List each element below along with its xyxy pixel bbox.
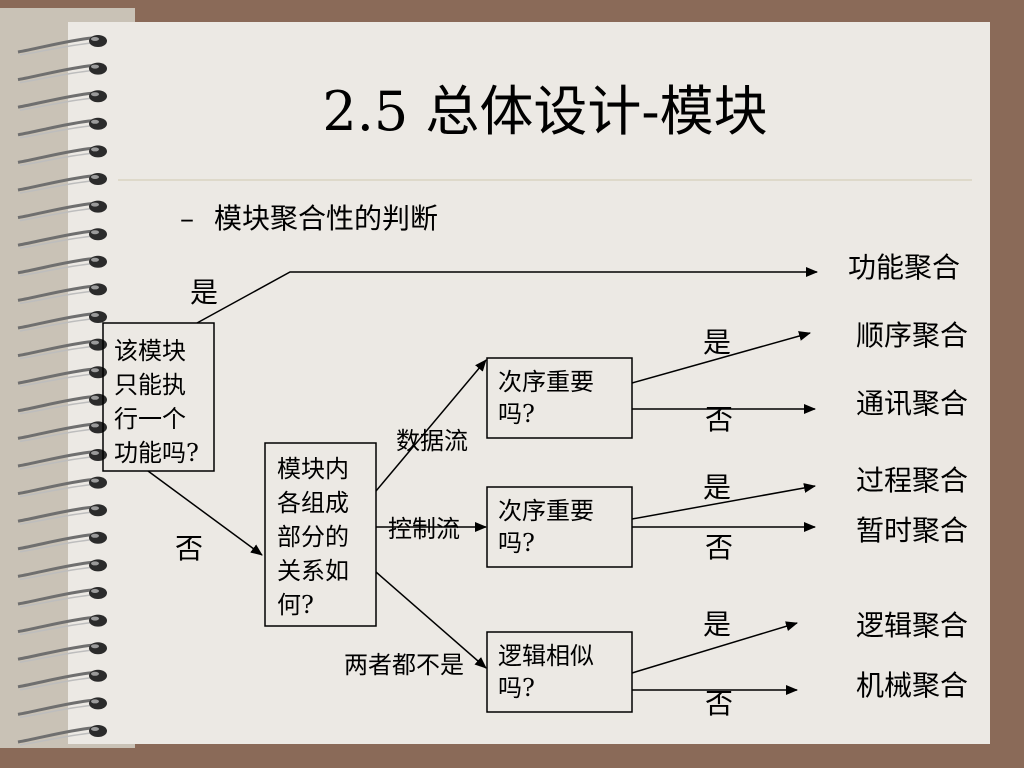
binding-ring (17, 311, 107, 332)
box-order-data (486, 357, 633, 439)
label-yes-1: 是 (703, 326, 731, 359)
arrow-neither (375, 571, 487, 669)
box-function-line: 功能吗? (114, 439, 199, 467)
result-temporal: 暂时聚合 (856, 514, 968, 547)
box-logic-line: 逻辑相似 (498, 642, 594, 670)
box-relation-text: 模块内 各组成 部分的 关系如 何? (277, 455, 349, 619)
box-order-data-line: 次序重要 (498, 368, 594, 396)
arrow-to-sequential (631, 331, 811, 384)
binding-ring (17, 200, 107, 222)
box-order-control-line: 次序重要 (498, 497, 594, 525)
binding-ring (17, 90, 107, 111)
binding-ring (17, 587, 107, 608)
label-data-flow: 数据流 (396, 427, 468, 455)
label-no-1: 否 (705, 403, 733, 436)
binding-ring (17, 614, 107, 636)
box-single-function-text: 该模块 只能执 行一个 功能吗? (114, 337, 199, 467)
binding-ring (17, 504, 107, 525)
box-single-function (102, 322, 215, 472)
binding-ring (17, 117, 107, 139)
bullet-dash: – (180, 202, 194, 235)
label-no-left: 否 (175, 532, 203, 565)
binding-ring (17, 393, 107, 415)
binding-ring (17, 145, 107, 167)
label-neither: 两者都不是 (344, 651, 464, 679)
arrow-to-logical (631, 621, 798, 674)
box-function-line: 该模块 (114, 337, 186, 365)
label-no-3: 否 (705, 687, 733, 720)
binding-ring (17, 35, 107, 56)
box-logic-line: 吗? (498, 674, 535, 702)
result-sequential: 顺序聚合 (856, 319, 968, 352)
box-relation-line: 部分的 (277, 523, 349, 551)
binding-ring (17, 559, 107, 581)
binding-ring (17, 642, 107, 663)
label-yes-top: 是 (190, 276, 218, 309)
box-relation-line: 模块内 (277, 455, 349, 483)
box-function-line: 行一个 (114, 405, 186, 433)
binding-ring (17, 531, 107, 553)
spiral-binding (17, 35, 107, 746)
arrow-to-procedural (631, 483, 816, 520)
box-function-line: 只能执 (114, 371, 186, 399)
box-relation-line: 各组成 (277, 489, 349, 517)
binding-ring (17, 228, 107, 249)
label-no-2: 否 (705, 531, 733, 564)
binding-ring (17, 725, 107, 746)
box-logic (486, 631, 633, 713)
binding-ring (17, 669, 107, 691)
binding-ring (17, 476, 107, 498)
label-control-flow: 控制流 (388, 515, 460, 543)
notebook-page (68, 22, 990, 744)
binding-ring (17, 338, 107, 360)
box-order-control-line: 吗? (498, 529, 535, 557)
connectors (147, 267, 818, 695)
box-order-data-line: 吗? (498, 400, 535, 428)
result-logical: 逻辑聚合 (856, 609, 968, 642)
page-title: 2.5 总体设计-模块 (322, 80, 767, 143)
binding-ring (17, 449, 107, 470)
arrow-data-flow (375, 359, 487, 492)
binding-ring (17, 283, 107, 305)
result-functional: 功能聚合 (848, 251, 960, 284)
binding-ring (17, 697, 107, 719)
label-yes-2: 是 (703, 471, 731, 504)
binding-ring (17, 421, 107, 443)
box-relation (264, 442, 377, 627)
box-relation-line: 何? (277, 591, 314, 619)
binding-ring (17, 255, 107, 277)
arrow-to-functional (196, 267, 818, 324)
result-procedural: 过程聚合 (856, 464, 968, 497)
binding-ring (17, 173, 107, 194)
result-coincidental: 机械聚合 (856, 669, 968, 702)
result-communicational: 通讯聚合 (856, 387, 968, 420)
arrow-to-relation (147, 470, 263, 556)
binding-ring (17, 62, 107, 84)
box-relation-line: 关系如 (277, 557, 349, 585)
subtitle: 模块聚合性的判断 (214, 202, 438, 235)
binding-ring (17, 366, 107, 387)
label-yes-3: 是 (703, 608, 731, 641)
